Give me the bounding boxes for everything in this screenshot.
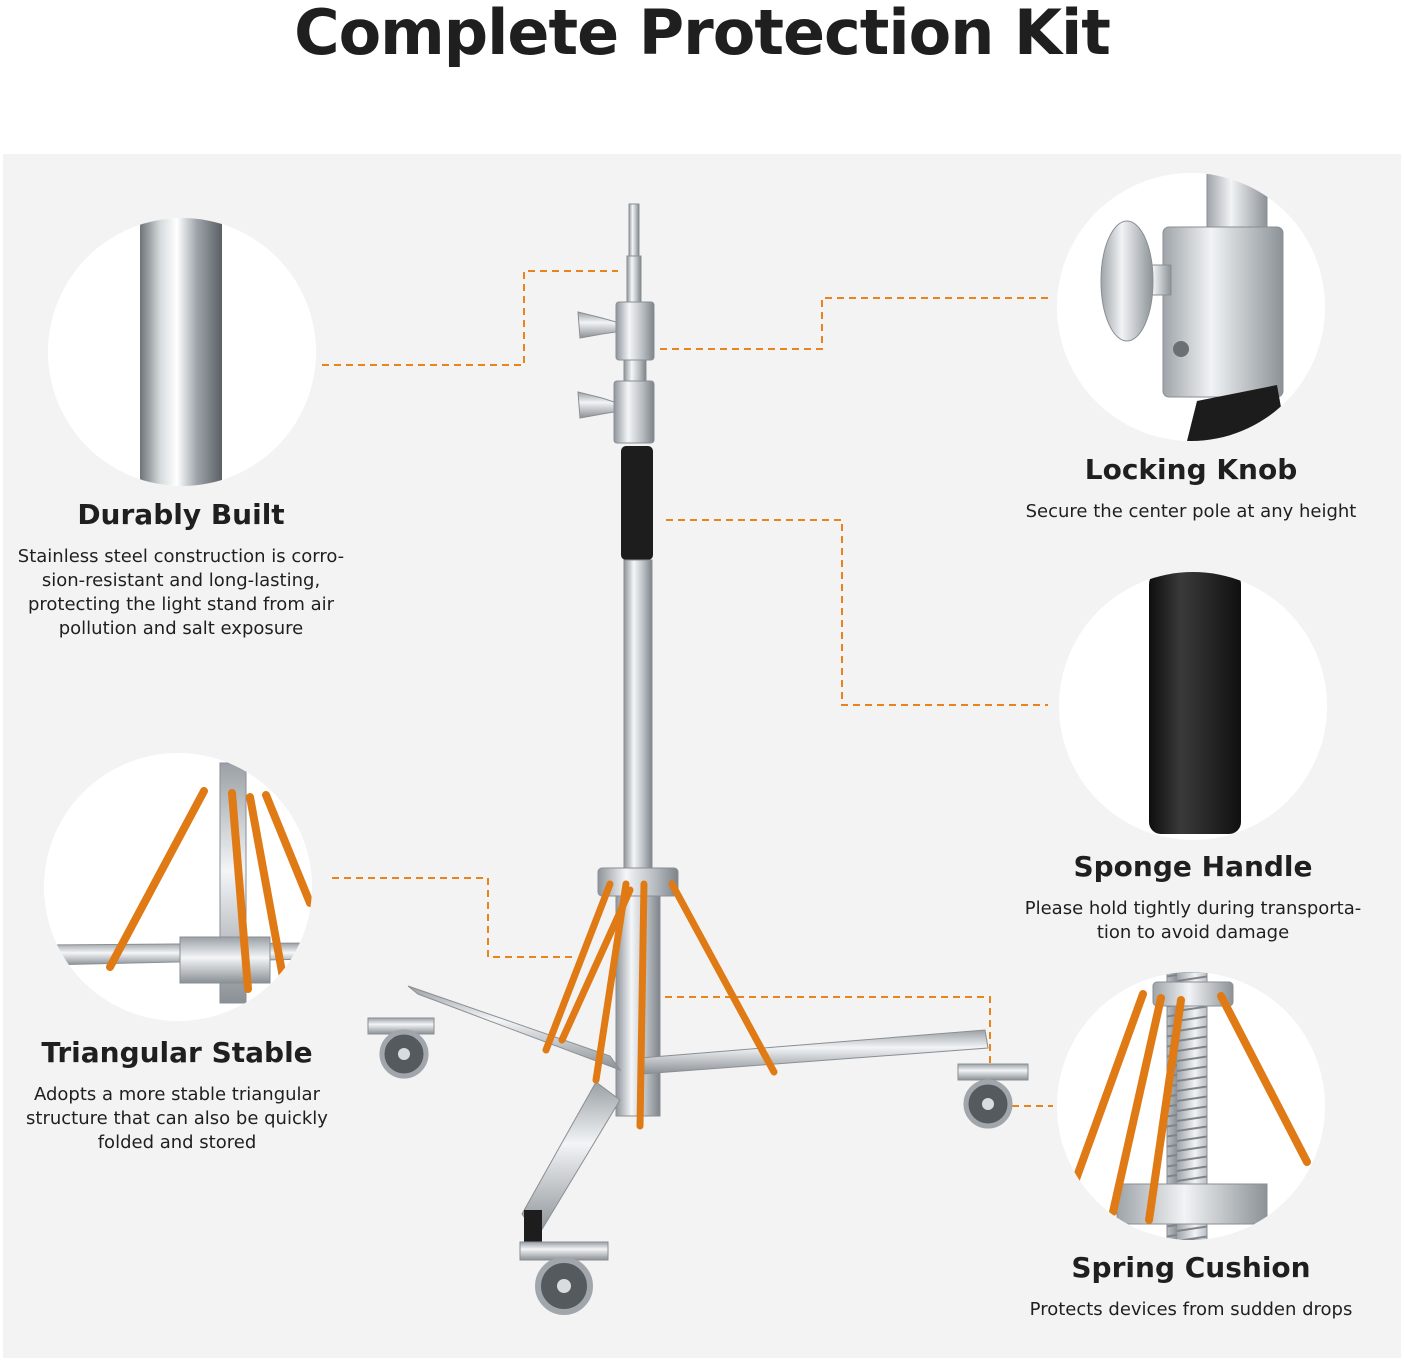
sponge-grip-closeup-icon xyxy=(1059,572,1327,840)
durably-built-description: Stainless steel construction is corro- s… xyxy=(17,546,345,639)
leader-triangular-stable xyxy=(332,877,575,958)
sponge-handle-title: Sponge Handle xyxy=(1073,850,1313,883)
leader-locking-knob xyxy=(660,297,1050,350)
steel-pole-closeup-icon xyxy=(48,218,316,486)
page-title: Complete Protection Kit xyxy=(294,0,1111,69)
locking-knob-closeup-icon xyxy=(1057,173,1325,441)
caster-right xyxy=(957,1063,1029,1129)
leader-durably-built xyxy=(322,270,618,366)
spring-cushion-description: Protects devices from sudden drops xyxy=(1029,1299,1353,1320)
tripod-legs-closeup-icon xyxy=(44,753,312,1021)
triangular-stable-description: Adopts a more stable triangular structur… xyxy=(26,1084,328,1153)
durably-built-title: Durably Built xyxy=(77,498,285,531)
caster-front xyxy=(519,1241,609,1315)
caster-left xyxy=(367,1017,435,1079)
spring-cushion-closeup-icon xyxy=(1057,972,1325,1240)
leader-spring-cushion xyxy=(665,996,1053,1107)
locking-knob-description: Secure the center pole at any height xyxy=(1025,501,1357,522)
spring-cushion-title: Spring Cushion xyxy=(1071,1251,1311,1284)
triangular-stable-title: Triangular Stable xyxy=(41,1036,313,1069)
locking-knob-title: Locking Knob xyxy=(1084,453,1298,486)
leader-sponge-handle xyxy=(666,519,1048,706)
sponge-handle-description: Please hold tightly during transporta- t… xyxy=(1024,898,1362,943)
